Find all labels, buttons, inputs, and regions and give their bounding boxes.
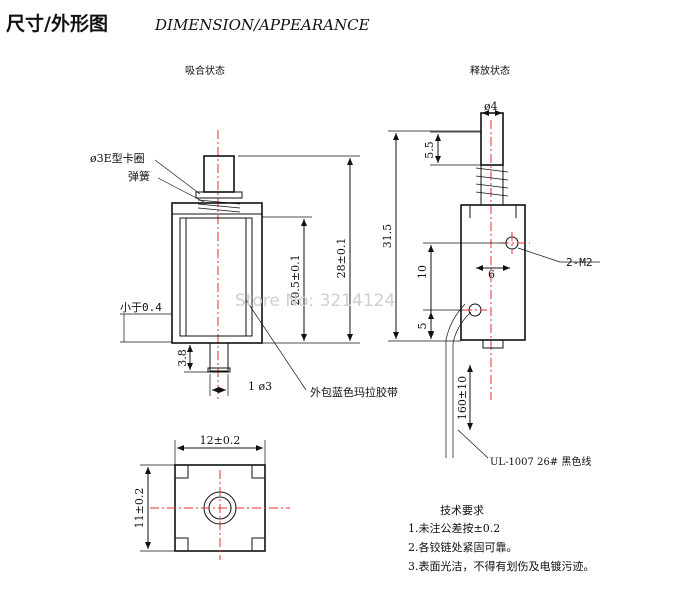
dim-overall-height: 28±0.1: [335, 238, 348, 279]
requirement-1: 1.未注公差按±0.2: [408, 521, 500, 535]
title-en: DIMENSION/APPEARANCE: [154, 16, 370, 34]
lead-length: 160±10: [456, 376, 469, 420]
requirements-title: 技术要求: [440, 504, 484, 517]
released-state-label: 释放状态: [470, 64, 510, 77]
requirement-3: 3.表面光洁，不得有划伤及电镀污迹。: [408, 559, 595, 573]
wire-label: UL-1007 26# 黑色线: [490, 455, 591, 468]
bottom-view: [140, 440, 290, 560]
closed-view: [120, 130, 360, 400]
dim-bottom-hole: 5: [416, 323, 429, 330]
dim-width: 12±0.2: [200, 434, 241, 447]
title-cn: 尺寸/外形图: [6, 12, 108, 35]
dim-top-diameter: ø4: [484, 100, 498, 113]
dim-plunger-extension: 3.8: [176, 349, 189, 367]
dim-hole-height: 10: [416, 265, 429, 279]
dim-hole-offset: 6: [488, 268, 495, 281]
dim-body-height: 20.5±0.1: [289, 254, 302, 305]
dim-stroke: 5.5: [423, 141, 436, 159]
closed-state-label: 吸合状态: [185, 64, 225, 77]
thread-label: 2-M2: [566, 256, 593, 269]
dim-total-height: 31.5: [381, 224, 394, 249]
dim-depth: 11±0.2: [133, 488, 146, 529]
dim-less-than: 小于0.4: [120, 301, 162, 314]
tape-label: 外包蓝色玛拉胶带: [310, 385, 398, 399]
dim-plunger-diameter: 1 ø3: [248, 380, 272, 393]
spring-label: 弹簧: [128, 169, 150, 183]
released-view: [388, 110, 600, 459]
requirement-2: 2.各铰链处紧固可靠。: [408, 540, 518, 554]
store-watermark: Store No: 3214124: [235, 291, 395, 311]
clip-label: ø3E型卡圈: [90, 151, 145, 165]
